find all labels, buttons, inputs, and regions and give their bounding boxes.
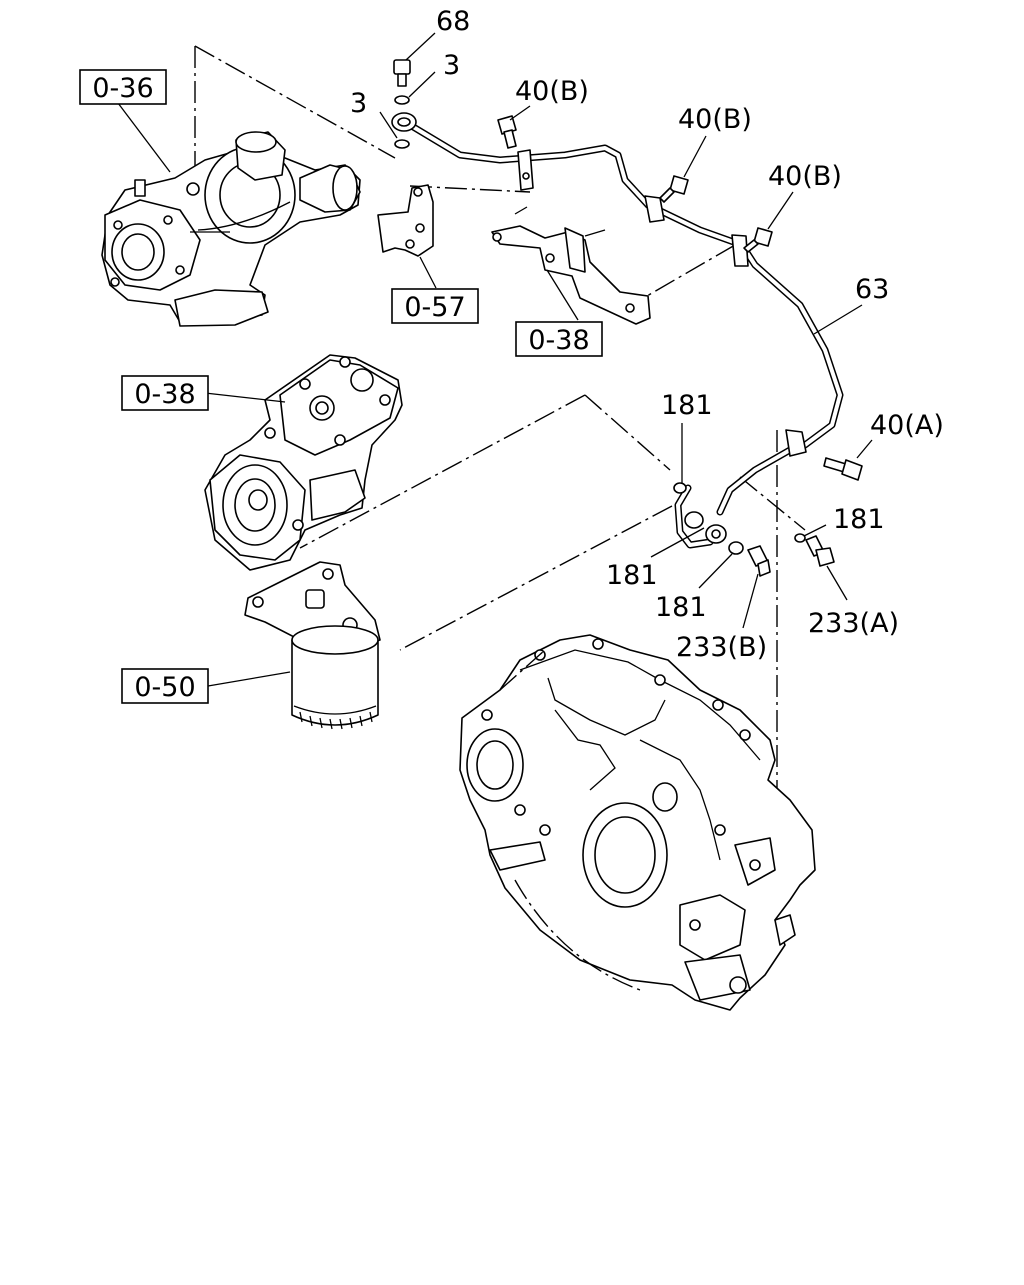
- bolt-233a: [805, 535, 835, 567]
- bolt-40b-2: [659, 175, 689, 203]
- gasket-181-bottom: [728, 541, 744, 555]
- callout-233b: 233(B): [676, 632, 767, 663]
- bracket-0-57: [377, 184, 434, 257]
- ref-label-compressor: 0-38: [134, 379, 195, 410]
- callout-63: 63: [855, 274, 889, 305]
- callout-181-left: 181: [606, 560, 658, 591]
- callout-40b-1: 40(B): [515, 76, 589, 107]
- ref-box-bracket-38: 0-38: [515, 321, 603, 357]
- callout-233a: 233(A): [808, 608, 899, 639]
- ref-box-turbocharger: 0-36: [79, 69, 167, 105]
- callouts: 68 3 3 40(B) 40(B) 40(B) 63 40(A) 181 18…: [350, 6, 944, 663]
- callout-68: 68: [436, 6, 470, 37]
- gasket-181-top: [673, 482, 687, 494]
- callout-181-right: 181: [833, 504, 885, 535]
- callout-181-bottom: 181: [655, 592, 707, 623]
- callout-3-lower: 3: [350, 88, 367, 119]
- callout-3-upper: 3: [443, 50, 460, 81]
- ref-label-bracket-38: 0-38: [528, 325, 589, 356]
- callout-40b-2: 40(B): [678, 104, 752, 135]
- ref-box-compressor: 0-38: [121, 375, 209, 411]
- callout-40b-3: 40(B): [768, 161, 842, 192]
- washer-3-lower: [394, 139, 410, 149]
- bracket-0-38-upper: [491, 206, 651, 325]
- ref-label-oil-filter: 0-50: [134, 672, 195, 703]
- gasket-181-right: [794, 533, 806, 543]
- ref-box-oil-filter: 0-50: [121, 668, 209, 704]
- turbocharger: [101, 131, 361, 327]
- bolt-40b-1: [497, 115, 517, 149]
- washer-3-upper: [394, 95, 410, 105]
- air-compressor: [204, 354, 403, 571]
- upper-oil-pipe: [391, 112, 844, 549]
- ref-label-bracket-57: 0-57: [404, 292, 465, 323]
- bolt-233b: [747, 545, 771, 577]
- callout-181-top: 181: [661, 390, 713, 421]
- oil-filter: [244, 561, 381, 730]
- leader-lines: [117, 32, 873, 687]
- timing-gear-case: [459, 634, 816, 1011]
- ref-box-bracket-57: 0-57: [391, 288, 479, 324]
- callout-40a: 40(A): [870, 410, 944, 441]
- bolt-40a: [823, 457, 863, 481]
- bolt-40b-3: [743, 227, 773, 253]
- ref-label-turbocharger: 0-36: [92, 73, 153, 104]
- bolt-68: [393, 59, 411, 87]
